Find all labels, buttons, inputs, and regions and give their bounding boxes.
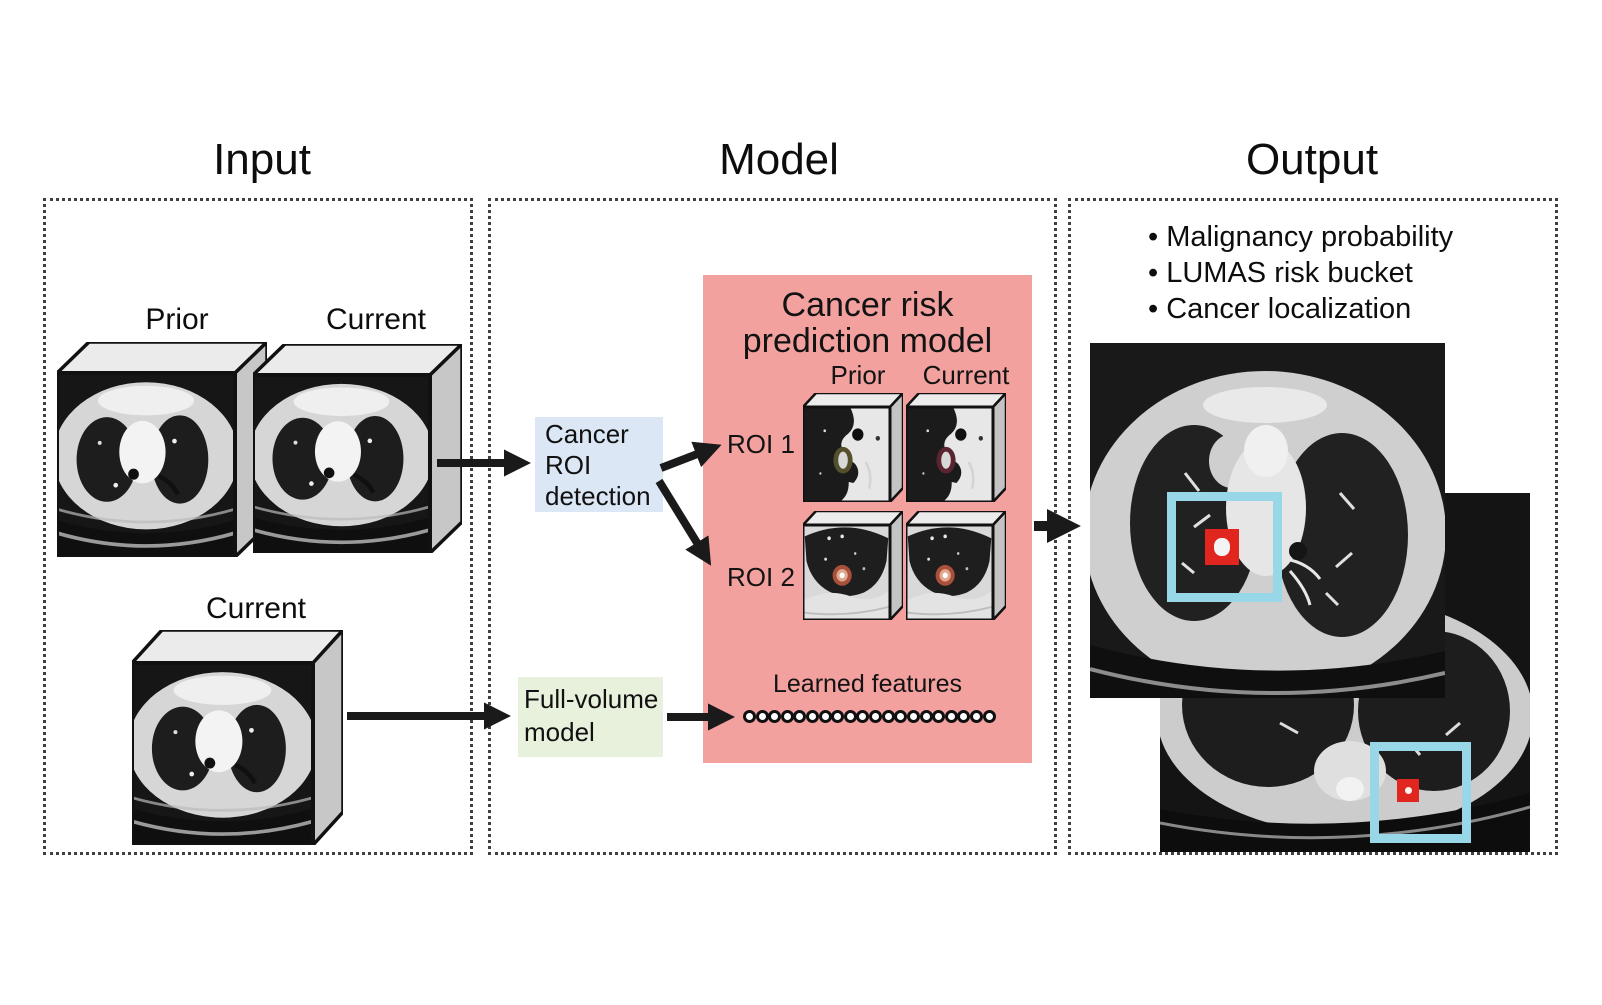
cancer-roi-detection-box: Cancer ROI detection bbox=[535, 417, 663, 512]
output-bullet-list: • Malignancy probability • LUMAS risk bu… bbox=[1148, 219, 1508, 327]
output-bullet-2: • LUMAS risk bucket bbox=[1148, 255, 1508, 291]
feature-circle bbox=[831, 710, 845, 723]
ct-cube-prior bbox=[57, 342, 267, 557]
prediction-title-line2: prediction model bbox=[742, 322, 993, 360]
feature-circle bbox=[919, 710, 933, 723]
full-volume-line1: Full-volume bbox=[524, 684, 659, 714]
section-title-output: Output bbox=[1245, 135, 1379, 184]
roi-detection-line2: ROI bbox=[545, 450, 592, 480]
column-label-prior: Prior bbox=[830, 360, 886, 390]
input-prior-label: Prior bbox=[145, 303, 209, 336]
bullet-dot: • bbox=[1148, 221, 1159, 253]
ct-cube-current-fullvolume bbox=[132, 630, 343, 845]
output-bullet-1: • Malignancy probability bbox=[1148, 219, 1508, 255]
bullet-dot: • bbox=[1148, 293, 1159, 325]
feature-circles bbox=[743, 710, 1005, 724]
bullet-dot: • bbox=[1148, 257, 1159, 289]
roi2-prior-cube bbox=[803, 511, 903, 620]
full-volume-line2: model bbox=[524, 717, 595, 747]
feature-circle bbox=[906, 710, 920, 723]
roi2-current-cube bbox=[906, 511, 1006, 620]
column-label-current: Current bbox=[922, 360, 1010, 390]
roi-detection-line3: detection bbox=[545, 481, 651, 511]
nodule-blob bbox=[1214, 538, 1230, 556]
section-title-model: Model bbox=[719, 135, 839, 184]
feature-circle bbox=[982, 710, 996, 723]
bullet-label-lumas: LUMAS risk bucket bbox=[1166, 257, 1413, 289]
ct-cube-current bbox=[253, 344, 462, 553]
nodule-dot bbox=[1404, 787, 1412, 794]
feature-circle bbox=[944, 710, 958, 723]
cancer-box-lower bbox=[1397, 779, 1419, 802]
bullet-label-malignancy: Malignancy probability bbox=[1166, 221, 1454, 253]
localization-box-lower bbox=[1370, 742, 1471, 843]
section-title-input: Input bbox=[213, 135, 311, 184]
input-current-bottom-label: Current bbox=[205, 592, 307, 625]
cancer-box-upper bbox=[1205, 529, 1239, 565]
input-current-label: Current bbox=[325, 303, 427, 336]
feature-circle bbox=[957, 710, 971, 723]
feature-circle bbox=[818, 710, 832, 723]
feature-circle bbox=[743, 710, 756, 723]
bullet-label-localization: Cancer localization bbox=[1166, 293, 1412, 325]
row-label-roi2: ROI 2 bbox=[727, 562, 795, 592]
feature-circle bbox=[932, 710, 946, 723]
feature-circle bbox=[793, 710, 807, 723]
feature-circle bbox=[806, 710, 820, 723]
localization-box-upper bbox=[1167, 492, 1282, 602]
input-section-box bbox=[43, 198, 473, 855]
roi1-prior-cube bbox=[803, 393, 903, 502]
feature-circle bbox=[881, 710, 895, 723]
roi1-current-cube bbox=[906, 393, 1006, 502]
output-bullet-3: • Cancer localization bbox=[1148, 291, 1508, 327]
feature-circle bbox=[969, 710, 983, 723]
learned-features-label: Learned features bbox=[772, 670, 963, 698]
row-label-roi1: ROI 1 bbox=[727, 429, 795, 459]
prediction-title-line1: Cancer risk bbox=[781, 286, 954, 324]
roi-detection-line1: Cancer bbox=[545, 419, 629, 449]
feature-circle bbox=[869, 710, 883, 723]
feature-circle bbox=[894, 710, 908, 723]
feature-circle bbox=[843, 710, 857, 723]
full-volume-model-box: Full-volume model bbox=[518, 677, 663, 757]
feature-circle bbox=[755, 710, 769, 723]
feature-circle bbox=[856, 710, 870, 723]
feature-circle bbox=[768, 710, 782, 723]
feature-circle bbox=[780, 710, 794, 723]
